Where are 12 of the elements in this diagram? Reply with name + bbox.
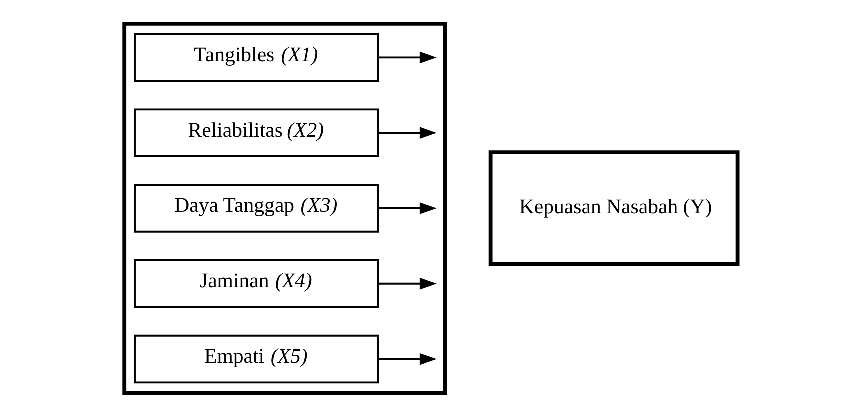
arrow: [378, 127, 436, 140]
node-box: Reliabilitas (X2): [134, 108, 379, 158]
node-box: Empati (X5): [134, 334, 379, 384]
node-box: Tangibles (X1): [134, 33, 379, 82]
cluster: [122, 22, 447, 396]
arrow: [378, 52, 436, 64]
arrow: [378, 278, 436, 290]
node-box: Kepuasan Nasabah (Y): [488, 150, 740, 266]
arrow: [378, 202, 436, 214]
node-box: Daya Tanggap (X3): [134, 184, 379, 233]
node-box: Jaminan (X4): [134, 260, 379, 308]
arrow: [378, 353, 436, 366]
